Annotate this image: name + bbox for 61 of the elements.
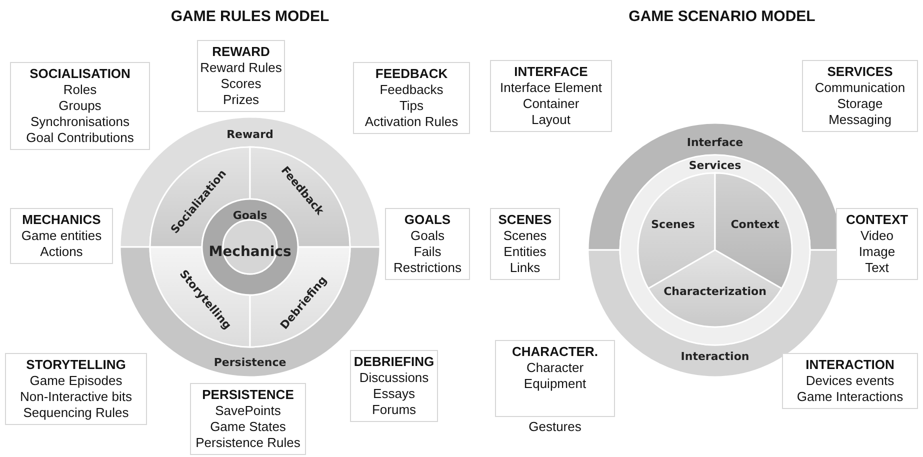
list-item: Prizes bbox=[222, 92, 260, 108]
list-item: Interface Element bbox=[500, 80, 602, 96]
text-box bbox=[385, 208, 470, 280]
text-box bbox=[490, 208, 560, 280]
list-item: Scores bbox=[220, 76, 262, 92]
list-item: Entities bbox=[504, 244, 546, 260]
list-item: Container bbox=[522, 96, 580, 112]
pie-segment: Characterization bbox=[648, 249, 782, 328]
list-item: Layout bbox=[531, 112, 571, 128]
text-box bbox=[350, 350, 438, 422]
text-box bbox=[197, 40, 285, 112]
text-box bbox=[802, 60, 918, 132]
list-item: Persistence Rules bbox=[196, 435, 300, 451]
text-box bbox=[190, 383, 306, 455]
list-item: Feedbacks bbox=[380, 82, 444, 98]
list-item: Sequencing Rules bbox=[23, 405, 129, 421]
list-item: Essays bbox=[373, 386, 415, 402]
text-box bbox=[10, 208, 113, 264]
list-item: Equipment bbox=[524, 376, 586, 392]
text-box bbox=[782, 353, 918, 409]
box-heading: MECHANICS bbox=[22, 212, 101, 228]
box-heading: FEEDBACK bbox=[375, 66, 448, 82]
list-item: Scenes bbox=[503, 228, 547, 244]
box-heading: CONTEXT bbox=[846, 212, 908, 228]
text-box bbox=[490, 60, 612, 132]
box-heading: REWARD bbox=[212, 44, 270, 60]
list-item: Storage bbox=[837, 96, 883, 112]
box-heading: INTERFACE bbox=[514, 64, 588, 80]
list-item: Actions bbox=[40, 244, 83, 260]
list-item: Gestures bbox=[528, 419, 582, 435]
list-item: Tips bbox=[399, 98, 424, 114]
model-label: GAME RULES MODEL bbox=[170, 8, 330, 25]
box-heading: PERSISTENCE bbox=[202, 387, 294, 403]
list-item: Groups bbox=[58, 98, 102, 114]
list-item: Goals bbox=[410, 228, 444, 244]
list-item: Text bbox=[865, 260, 889, 276]
text-box bbox=[353, 62, 470, 134]
list-item: Character bbox=[526, 360, 584, 376]
list-item: Roles bbox=[63, 82, 97, 98]
text-box bbox=[495, 340, 615, 417]
list-item: Game Interactions bbox=[796, 389, 904, 405]
text-box bbox=[5, 353, 147, 425]
model-label: GAME SCENARIO MODEL bbox=[628, 8, 816, 25]
list-item: Game entities bbox=[21, 228, 102, 244]
list-item: Restrictions bbox=[394, 260, 462, 276]
text-box bbox=[836, 208, 918, 280]
list-item: Fails bbox=[414, 244, 442, 260]
list-item: Communication bbox=[814, 80, 906, 96]
list-item: SavePoints bbox=[215, 403, 281, 419]
box-heading: SERVICES bbox=[827, 64, 893, 80]
list-item: Game States bbox=[210, 419, 286, 435]
list-item: Non-Interactive bits bbox=[20, 389, 132, 405]
list-item: Links bbox=[510, 260, 540, 276]
list-item: Image bbox=[858, 244, 896, 260]
list-item: Forums bbox=[372, 402, 416, 418]
text-box bbox=[10, 62, 150, 150]
box-heading: GOALS bbox=[404, 212, 451, 228]
list-item: Video bbox=[860, 228, 894, 244]
list-item: Reward Rules bbox=[200, 60, 282, 76]
box-heading: SOCIALISATION bbox=[30, 66, 130, 82]
box-heading: SCENES bbox=[498, 212, 552, 228]
